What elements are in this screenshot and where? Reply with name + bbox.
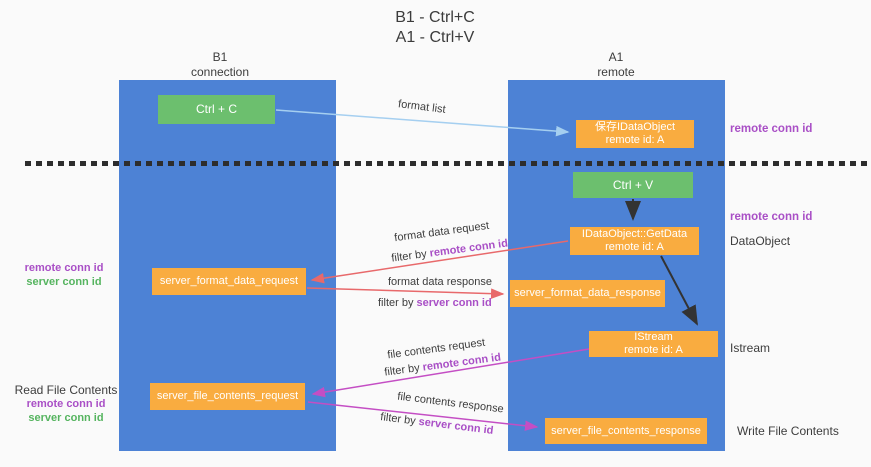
node-server-format-data-response: server_format_data_response (510, 280, 665, 307)
node-server-file-contents-response: server_file_contents_response (545, 418, 707, 444)
label-left-remote-conn-2: remote conn id (26, 398, 106, 410)
node-server-file-contents-response-label: server_file_contents_response (551, 424, 701, 437)
node-idataobject-getdata-line2: remote id: A (605, 241, 664, 253)
node-server-file-contents-request-label: server_file_contents_request (156, 390, 299, 402)
label-left-remote-conn-1: remote conn id (24, 262, 104, 274)
left-conn-block-1: remote conn id server conn id (18, 261, 110, 289)
node-ctrl-v-label: Ctrl + V (612, 177, 654, 192)
right-column-subname: remote (597, 65, 635, 79)
label-filter-server-1: filter by server conn id (378, 297, 492, 309)
right-column-name: A1 (608, 50, 624, 64)
left-conn-block-2: Read File Contents remote conn id server… (14, 383, 118, 425)
diagram-title: B1 - Ctrl+C A1 - Ctrl+V (300, 8, 570, 48)
dashed-divider (25, 161, 871, 166)
node-save-idataobject-line2: remote id: A (605, 134, 665, 146)
node-ctrl-c-label: Ctrl + C (195, 102, 237, 116)
label-file-contents-response: file contents response (396, 390, 505, 416)
right-column-header: A1 remote (556, 50, 676, 80)
label-right-remote-conn-1: remote conn id (730, 123, 813, 135)
node-istream-line2: remote id: A (624, 344, 683, 356)
left-column-name: B1 (212, 50, 228, 64)
label-filter-remote-2-prefix: filter by (383, 361, 424, 379)
label-format-data-response: format data response (388, 276, 492, 288)
arrow-format-data-response (306, 287, 505, 299)
title-line-2: A1 - Ctrl+V (395, 29, 475, 46)
node-istream-line1: IStream (634, 331, 673, 343)
node-server-file-contents-request: server_file_contents_request (150, 383, 305, 410)
label-read-file-contents: Read File Contents (14, 383, 118, 397)
label-dataobject: DataObject (730, 234, 791, 248)
label-right-remote-conn-2: remote conn id (730, 211, 813, 223)
node-server-format-data-request-label: server_format_data_request (159, 275, 299, 287)
node-server-format-data-request: server_format_data_request (152, 268, 306, 295)
label-filter-server-2: filter by server conn id (380, 411, 494, 437)
left-column-header: B1 connection (160, 50, 280, 80)
node-ctrl-v: Ctrl + V (573, 172, 693, 198)
label-format-list: format list (397, 98, 447, 116)
node-istream: IStream remote id: A (589, 331, 718, 357)
label-write-file-contents: Write File Contents (737, 424, 839, 438)
label-filter-remote-1-conn: remote conn id (428, 237, 509, 260)
node-idataobject-getdata: IDataObject::GetData remote id: A (570, 227, 699, 255)
title-line-1: B1 - Ctrl+C (395, 9, 475, 26)
label-filter-server-1-prefix: filter by (378, 297, 417, 309)
label-filter-server-1-conn: server conn id (416, 297, 492, 309)
label-filter-server-2-prefix: filter by (379, 411, 420, 428)
label-left-server-conn-1: server conn id (26, 276, 102, 288)
node-save-idataobject: 保存IDataObject remote id: A (576, 120, 694, 148)
node-ctrl-c: Ctrl + C (158, 95, 275, 124)
node-idataobject-getdata-line1: IDataObject::GetData (581, 228, 688, 240)
label-filter-server-2-conn: server conn id (417, 415, 495, 437)
label-filter-remote-1-prefix: filter by (390, 247, 431, 265)
label-istream: Istream (730, 341, 771, 355)
left-column-subname: connection (190, 65, 250, 79)
node-save-idataobject-line1: 保存IDataObject (594, 121, 676, 133)
label-left-server-conn-2: server conn id (28, 412, 104, 424)
node-server-format-data-response-label: server_format_data_response (514, 287, 661, 299)
